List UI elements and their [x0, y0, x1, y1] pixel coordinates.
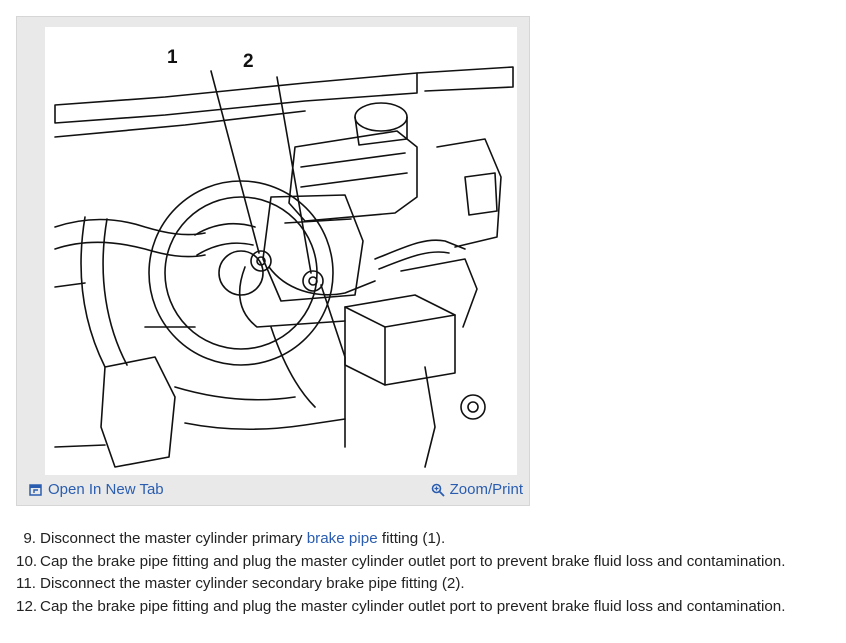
zoom-print-button[interactable]: Zoom/Print [431, 481, 523, 498]
brake-pipe-link[interactable]: brake pipe [306, 530, 378, 547]
open-in-new-tab-button[interactable]: Open In New Tab [29, 481, 164, 498]
step-item: 10. Cap the brake pipe fitting and plug … [16, 551, 836, 574]
step-item: 9. Disconnect the master cylinder primar… [16, 528, 836, 551]
step-text: Cap the brake pipe fitting and plug the … [40, 597, 786, 615]
magnifier-icon [431, 483, 445, 497]
step-text: Disconnect the master cylinder secondary… [40, 575, 465, 592]
open-in-new-tab-label: Open In New Tab [48, 481, 164, 498]
step-number: 9. [23, 530, 36, 547]
brake-diagram [45, 27, 517, 475]
step-item: 11. Disconnect the master cylinder secon… [16, 573, 836, 596]
step-item: 12. Cap the brake pipe fitting and plug … [16, 596, 836, 619]
step-text: Cap the brake pipe fitting and plug the … [40, 552, 786, 570]
procedure-steps: 9. Disconnect the master cylinder primar… [16, 528, 836, 618]
open-in-new-tab-icon [29, 483, 42, 496]
engine-bay-line-drawing [54, 66, 514, 468]
step-text: Disconnect the master cylinder primary b… [40, 530, 446, 547]
callout-2: 2 [243, 51, 254, 72]
step-number: 10. [16, 552, 38, 570]
step-number: 12. [16, 597, 38, 615]
step-number: 11. [16, 575, 36, 592]
zoom-print-label: Zoom/Print [449, 481, 523, 498]
figure-card: 1 2 Open In New Tab Zoom/Print [16, 16, 530, 506]
callout-1: 1 [167, 47, 178, 68]
figure-toolbar: Open In New Tab Zoom/Print [17, 477, 529, 505]
